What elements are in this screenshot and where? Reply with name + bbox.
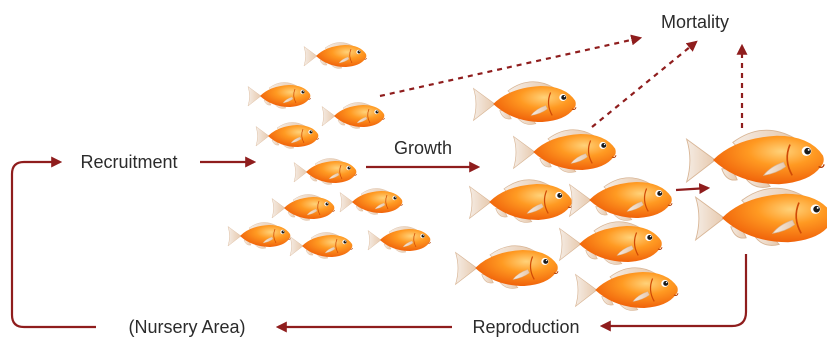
- medium-fish: [456, 246, 559, 289]
- medium-fish: [560, 222, 663, 265]
- arrow-medium-to-large: [676, 188, 708, 190]
- nursery-area-label: (Nursery Area): [128, 317, 245, 337]
- medium-fish-group: [456, 82, 679, 311]
- small-fish: [322, 102, 385, 128]
- small-fish: [368, 226, 431, 252]
- small-fish: [290, 232, 353, 258]
- small-fish: [340, 188, 403, 214]
- growth-label: Growth: [394, 138, 452, 158]
- medium-fish: [570, 178, 673, 221]
- small-fish: [304, 42, 367, 68]
- large-fish: [687, 130, 825, 187]
- recruitment-label: Recruitment: [80, 152, 177, 172]
- small-fish: [272, 194, 335, 220]
- small-fish: [248, 82, 311, 108]
- medium-fish: [576, 268, 679, 311]
- mortality-arrow-medium: [592, 42, 696, 127]
- medium-fish: [514, 130, 617, 173]
- small-fish: [228, 222, 291, 248]
- medium-fish: [474, 82, 577, 125]
- mortality-arrow-small: [380, 38, 640, 96]
- small-fish: [294, 158, 357, 184]
- arrow-nursery-to-recruitment: [12, 162, 96, 327]
- mortality-label: Mortality: [661, 12, 729, 32]
- reproduction-label: Reproduction: [472, 317, 579, 337]
- large-fish: [696, 188, 827, 245]
- small-fish: [256, 122, 319, 148]
- medium-fish: [470, 180, 573, 223]
